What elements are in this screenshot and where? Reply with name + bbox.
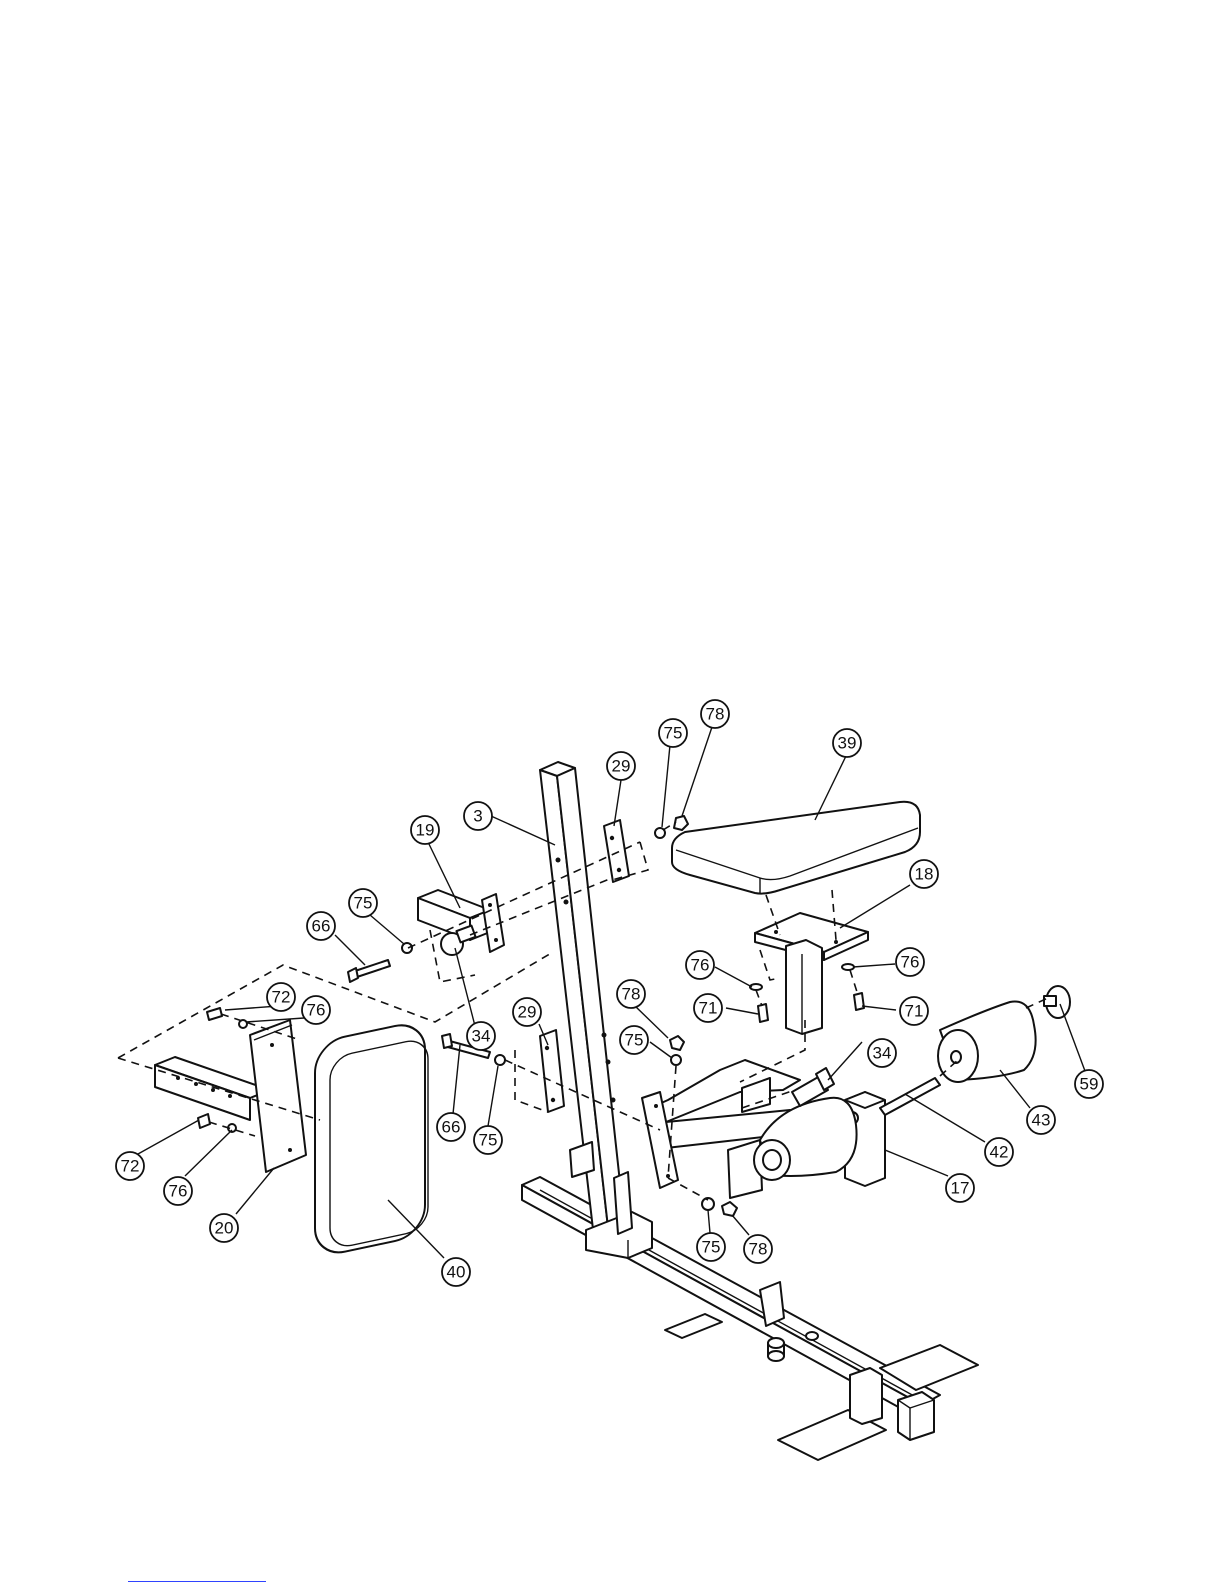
callout-3: 3 <box>464 802 492 830</box>
callout-label: 29 <box>612 757 631 776</box>
callout-label: 66 <box>442 1118 461 1137</box>
upright-post <box>540 762 652 1258</box>
callout-label: 78 <box>622 985 641 1004</box>
callout-17: 17 <box>946 1174 974 1202</box>
callout-78-bottom: 78 <box>744 1235 772 1263</box>
callout-29-lower: 29 <box>513 998 541 1026</box>
callout-76-seat-left: 76 <box>686 951 714 979</box>
callout-76-lower-left: 76 <box>164 1177 192 1205</box>
callout-label: 19 <box>416 821 435 840</box>
callout-75-bottom: 75 <box>697 1233 725 1261</box>
back-pad-plate <box>250 1020 306 1172</box>
callout-label: 75 <box>702 1238 721 1257</box>
back-pad <box>315 1020 428 1258</box>
callout-66-center: 66 <box>437 1113 465 1141</box>
callout-label: 76 <box>691 956 710 975</box>
callout-label: 72 <box>121 1157 140 1176</box>
callout-42: 42 <box>985 1138 1013 1166</box>
callout-29-upper: 29 <box>607 752 635 780</box>
callout-71-seat-left: 71 <box>694 994 722 1022</box>
callout-label: 72 <box>272 988 291 1007</box>
callout-66-left: 66 <box>307 912 335 940</box>
callout-20: 20 <box>210 1214 238 1242</box>
callout-19: 19 <box>411 816 439 844</box>
callout-label: 66 <box>312 917 331 936</box>
callout-34-right: 34 <box>868 1039 896 1067</box>
callout-75-top: 75 <box>659 719 687 747</box>
callout-78-right: 78 <box>617 980 645 1008</box>
callout-72-upper: 72 <box>267 983 295 1011</box>
callout-label: 43 <box>1032 1111 1051 1130</box>
callout-75-right: 75 <box>620 1026 648 1054</box>
seat-pad <box>672 802 920 894</box>
callout-76-seat-right: 76 <box>896 948 924 976</box>
callout-label: 75 <box>354 894 373 913</box>
callout-label: 3 <box>473 807 482 826</box>
callout-label: 75 <box>479 1131 498 1150</box>
callout-34-left: 34 <box>467 1022 495 1050</box>
callout-label: 34 <box>472 1027 491 1046</box>
callout-75-left: 75 <box>349 889 377 917</box>
callout-label: 40 <box>447 1263 466 1282</box>
callout-18: 18 <box>910 860 938 888</box>
callout-75-center: 75 <box>474 1126 502 1154</box>
callout-label: 34 <box>873 1044 892 1063</box>
callout-label: 42 <box>990 1143 1009 1162</box>
callout-label: 75 <box>625 1031 644 1050</box>
callout-71-seat-right: 71 <box>900 997 928 1025</box>
mount-plate-upper <box>604 820 629 882</box>
callout-label: 59 <box>1080 1075 1099 1094</box>
callout-59: 59 <box>1075 1070 1103 1098</box>
footer-link-underline <box>128 1581 266 1582</box>
callout-label: 29 <box>518 1003 537 1022</box>
base-frame <box>522 1177 978 1460</box>
callout-39: 39 <box>833 729 861 757</box>
roller-pad-lower <box>754 1098 857 1180</box>
callout-label: 18 <box>915 865 934 884</box>
callout-label: 78 <box>706 705 725 724</box>
callout-72-lower: 72 <box>116 1152 144 1180</box>
callout-76-upper-left: 76 <box>302 996 330 1024</box>
roller-end-cap <box>1044 986 1070 1018</box>
callout-label: 76 <box>169 1182 188 1201</box>
callout-43: 43 <box>1027 1106 1055 1134</box>
callout-label: 39 <box>838 734 857 753</box>
mount-plate-lower <box>540 1030 564 1112</box>
callout-label: 76 <box>307 1001 326 1020</box>
callout-label: 71 <box>905 1002 924 1021</box>
callout-label: 76 <box>901 953 920 972</box>
callout-label: 78 <box>749 1240 768 1259</box>
callout-label: 20 <box>215 1219 234 1238</box>
roller-pad-upper <box>938 1001 1036 1082</box>
callout-40: 40 <box>442 1258 470 1286</box>
callout-label: 17 <box>951 1179 970 1198</box>
callout-78-top: 78 <box>701 700 729 728</box>
callout-label: 75 <box>664 724 683 743</box>
callout-label: 71 <box>699 999 718 1018</box>
